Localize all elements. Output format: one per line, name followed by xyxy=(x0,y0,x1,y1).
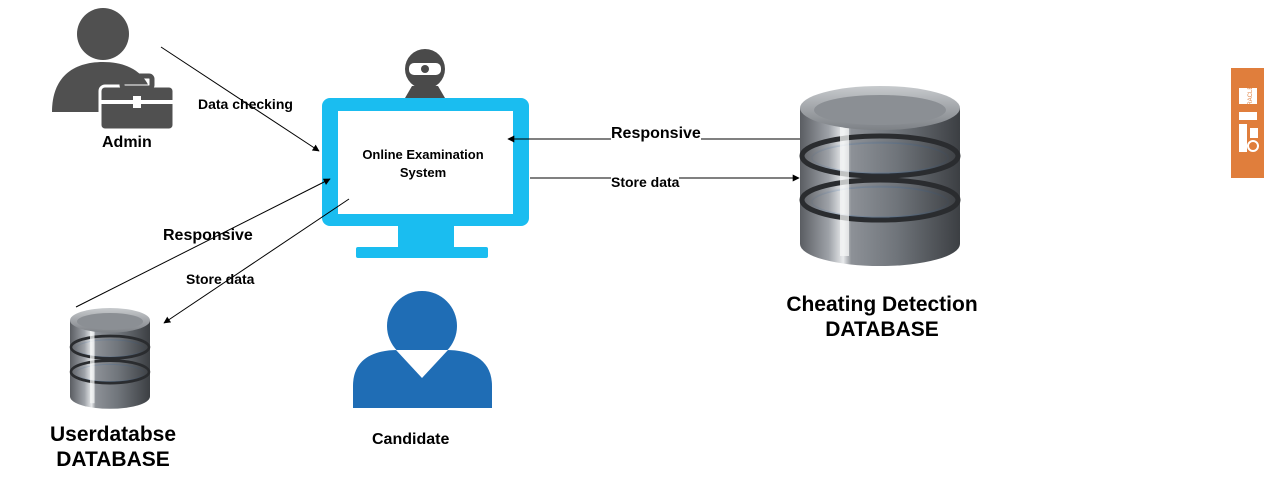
database-cylinder-icon xyxy=(800,86,960,266)
candidate-user-icon xyxy=(353,291,492,408)
oracle-badge-text: ORACLE xyxy=(1248,86,1254,111)
edge-label-cheatdb-store-data: Store data xyxy=(611,174,680,191)
edge-admin-to-system xyxy=(160,46,320,152)
edge-label-userdb-responsive: Responsive xyxy=(163,227,253,244)
edge-system-to-userdb xyxy=(163,198,350,324)
user-db-label: Userdatabse DATABASE xyxy=(22,422,204,472)
admin-label: Admin xyxy=(102,134,152,151)
system-label-line2: System xyxy=(399,164,447,180)
user-db-label-line1: Userdatabse xyxy=(49,423,177,446)
system-label: Online Examination System xyxy=(340,146,506,181)
candidate-label: Candidate xyxy=(372,431,450,448)
system-label-line1: Online Examination xyxy=(362,147,484,162)
monitor-icon xyxy=(322,98,529,258)
admin-user-briefcase-icon xyxy=(52,8,176,132)
cheat-db-label: Cheating Detection DATABASE xyxy=(762,292,1002,342)
cheat-db-label-line1: Cheating Detection xyxy=(786,293,978,316)
edge-label-data-checking: Data checking xyxy=(198,96,293,112)
user-db-label-line2: DATABASE xyxy=(56,448,170,472)
webcam-icon xyxy=(405,49,445,98)
edge-userdb-to-system xyxy=(75,178,331,308)
oracle-badge-icon: ORACLE xyxy=(1231,68,1264,178)
database-cylinder-icon xyxy=(68,306,152,411)
edge-label-userdb-store-data: Store data xyxy=(186,271,255,287)
edge-label-cheatdb-responsive: Responsive xyxy=(611,124,701,144)
cheat-db-label-line2: DATABASE xyxy=(825,318,939,342)
